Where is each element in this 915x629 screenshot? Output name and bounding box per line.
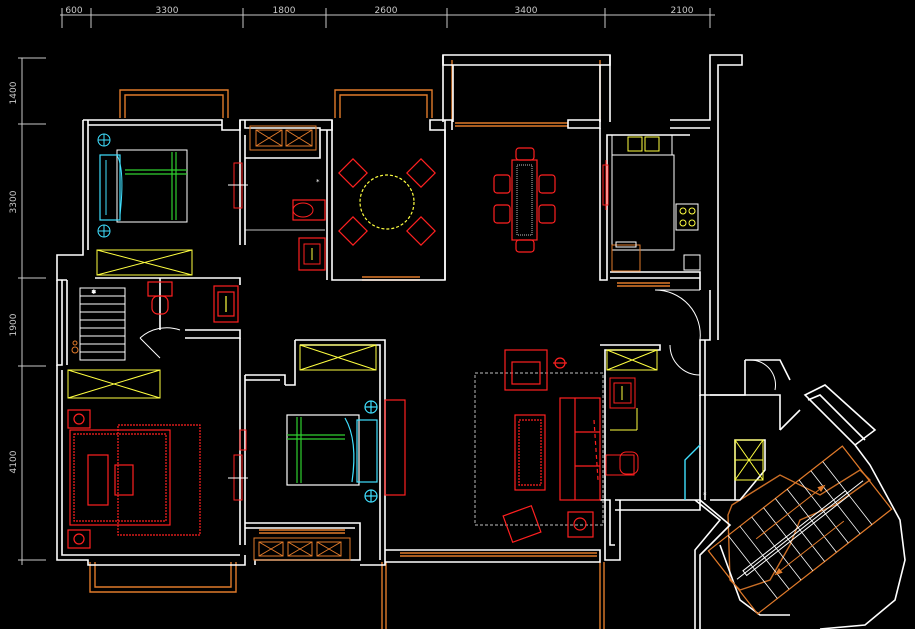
dim-top-3400: 3400 bbox=[515, 6, 538, 16]
dim-left-4100: 4100 bbox=[9, 450, 19, 473]
bathroom-top: * bbox=[245, 125, 326, 271]
wardrobe-bottom-middle bbox=[299, 344, 377, 371]
round-dining-table bbox=[338, 158, 436, 246]
dim-top-3300: 3300 bbox=[156, 6, 179, 16]
bed-bottom-left bbox=[67, 409, 201, 549]
dim-left-1400: 1400 bbox=[9, 81, 19, 104]
svg-text:*: * bbox=[316, 178, 320, 186]
door-marker-left bbox=[228, 162, 248, 209]
door-marker-bottom-left bbox=[228, 429, 248, 501]
svg-text:*: * bbox=[92, 289, 96, 297]
kitchen-fixtures bbox=[602, 134, 701, 272]
dimension-labels-left: 1400 3300 1900 4100 bbox=[9, 81, 19, 473]
long-dining-table bbox=[493, 147, 556, 253]
dim-top-1800: 1800 bbox=[273, 6, 296, 16]
dim-left-3300: 3300 bbox=[9, 190, 19, 213]
bed-top-left bbox=[97, 133, 188, 238]
dimension-labels-top: 600 3300 1800 2600 3400 2100 bbox=[65, 6, 693, 16]
right-utility: * bbox=[605, 349, 764, 500]
stairwell-right bbox=[707, 445, 893, 615]
windows-and-balconies bbox=[89, 60, 872, 629]
dim-left-1900: 1900 bbox=[9, 313, 19, 336]
door-swings bbox=[139, 289, 776, 391]
bed-bottom-middle bbox=[286, 399, 406, 503]
stair-left: * bbox=[71, 287, 126, 361]
wardrobe-bottom-left bbox=[67, 369, 161, 399]
wardrobe-top-left bbox=[96, 249, 193, 276]
window-unit-bottom-middle bbox=[253, 537, 351, 561]
dimension-lines bbox=[18, 8, 715, 565]
dim-top-600: 600 bbox=[65, 6, 82, 16]
living-room-furniture bbox=[474, 349, 604, 544]
dim-top-2600: 2600 bbox=[375, 6, 398, 16]
toilet-mid-left bbox=[147, 281, 239, 323]
dim-top-2100: 2100 bbox=[671, 6, 694, 16]
svg-text:*: * bbox=[703, 491, 707, 499]
